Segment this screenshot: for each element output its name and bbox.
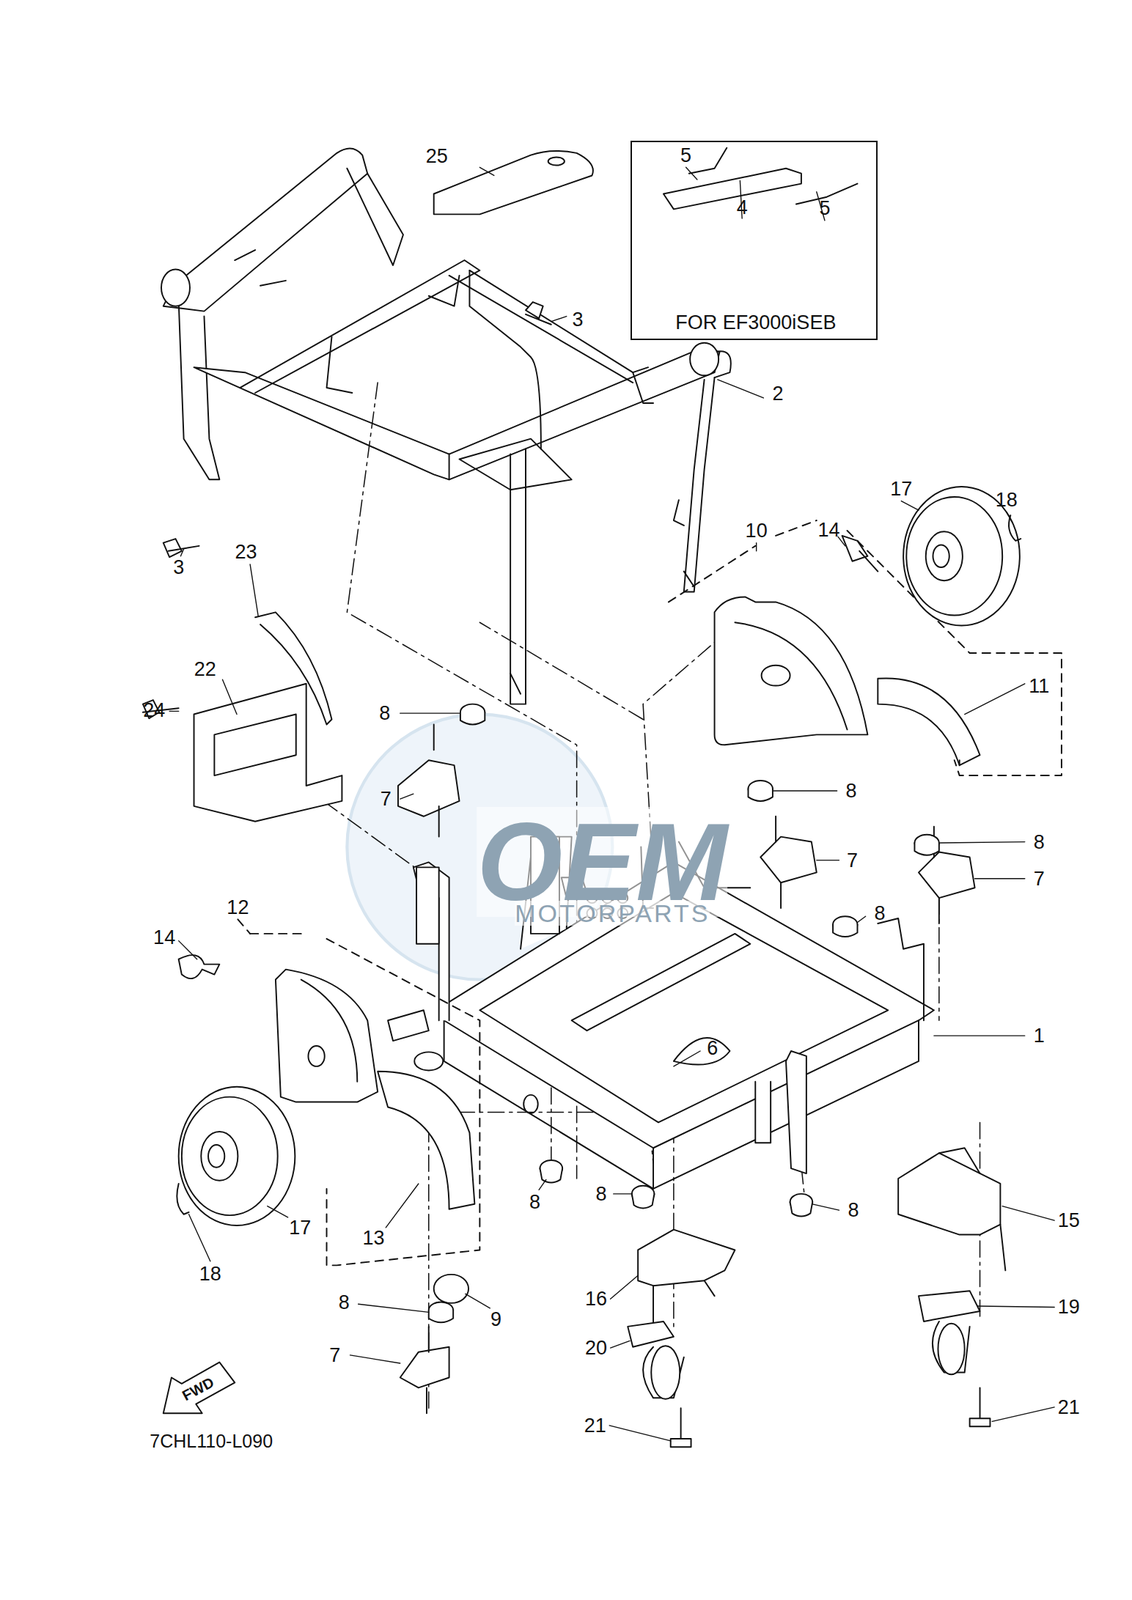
- callout-number: 21: [584, 1415, 607, 1436]
- callout-number: 14: [153, 928, 176, 948]
- callout-number: 3: [571, 309, 583, 330]
- watermark: MOTORPARTS: [514, 901, 710, 926]
- callout-number: 8: [596, 1184, 608, 1204]
- callout-number: 4: [736, 197, 748, 218]
- callout-number: 5: [680, 145, 692, 165]
- callout-number: 10: [745, 520, 768, 541]
- inset-caption: FOR EF3000iSEB: [675, 313, 836, 333]
- callout-number: 7: [329, 1345, 341, 1366]
- callout-number: 8: [529, 1192, 541, 1213]
- callout-number: 20: [585, 1338, 608, 1359]
- callout-number: 21: [1057, 1397, 1080, 1418]
- callout-number: 12: [226, 897, 249, 918]
- callout-number: 8: [338, 1292, 350, 1313]
- callout-number: 8: [846, 780, 858, 801]
- callout-number: 6: [706, 1038, 718, 1058]
- callout-number: 17: [890, 478, 913, 499]
- callout-number: 8: [874, 903, 886, 924]
- callout-number: 7: [380, 789, 392, 810]
- callout-number: 11: [1028, 675, 1050, 696]
- callout-number: 14: [817, 519, 840, 540]
- callout-number: 1: [1033, 1026, 1045, 1047]
- callout-number: 9: [490, 1310, 502, 1330]
- callout-number: 24: [142, 700, 165, 721]
- callout-number: 18: [199, 1263, 222, 1284]
- callout-number: 19: [1057, 1297, 1080, 1318]
- callout-number: 18: [995, 490, 1018, 511]
- callout-number: 25: [425, 146, 448, 167]
- callout-number: 15: [1057, 1211, 1080, 1231]
- callout-number: 7: [1033, 868, 1045, 889]
- callout-number: 8: [1033, 832, 1045, 852]
- callout-number: 16: [585, 1289, 608, 1310]
- diagram-code: 7CHL110-L090: [149, 1431, 273, 1451]
- callout-number: 13: [362, 1228, 385, 1248]
- callout-number: 8: [379, 703, 391, 724]
- callout-number: 5: [818, 198, 830, 219]
- callout-number: 17: [288, 1217, 311, 1238]
- callout-number: 8: [847, 1200, 859, 1221]
- callout-number: 2: [772, 384, 784, 404]
- callout-number: 7: [846, 850, 858, 871]
- callout-number: 23: [234, 542, 257, 563]
- inset-box: FOR EF3000iSEB: [630, 140, 878, 340]
- callout-number: 3: [173, 557, 185, 578]
- callout-number: 22: [194, 659, 217, 680]
